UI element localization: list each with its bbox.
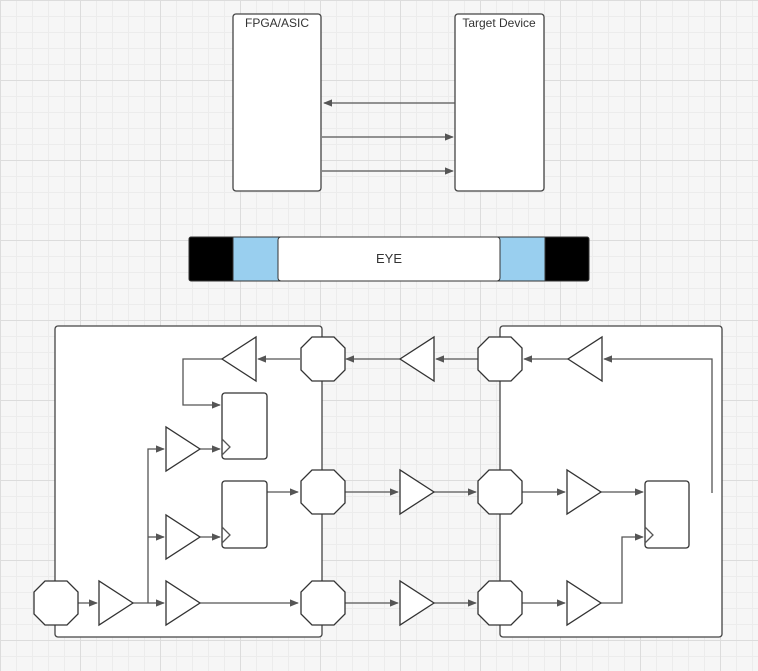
octagon-pad-icon — [33, 580, 79, 626]
octagon-pad-icon — [477, 469, 523, 515]
buffer-triangle-icon — [566, 579, 603, 627]
flip-flop-icon — [644, 480, 690, 549]
target-device-block: Target Device — [454, 13, 545, 192]
circuit-wires — [78, 355, 713, 607]
buffer-triangle-icon — [566, 468, 603, 516]
buffer-triangle-icon — [398, 335, 435, 383]
buffer-triangle-icon — [566, 335, 603, 383]
buffer-triangle-icon — [220, 335, 257, 383]
left-circuit-box — [54, 325, 323, 638]
eye-label: EYE — [376, 251, 402, 266]
buffer-triangle-icon — [165, 425, 202, 473]
octagon-pads — [33, 336, 523, 626]
target-device-label: Target Device — [462, 16, 536, 30]
fpga-asic-label: FPGA/ASIC — [245, 16, 309, 30]
octagon-pad-icon — [477, 336, 523, 382]
fpga-asic-block: FPGA/ASIC — [232, 13, 322, 192]
octagon-pad-icon — [300, 580, 346, 626]
buffer-triangle-icon — [98, 579, 135, 627]
flip-flops — [221, 392, 690, 549]
buffer-triangle-icon — [165, 579, 202, 627]
buffer-triangle-icon — [399, 579, 436, 627]
flip-flop-icon — [221, 480, 268, 549]
buffers — [98, 335, 603, 627]
octagon-pad-icon — [300, 469, 346, 515]
octagon-pad-icon — [477, 580, 523, 626]
eye-bar: EYE — [188, 236, 590, 282]
flip-flop-icon — [221, 392, 268, 460]
buffer-triangle-icon — [165, 513, 202, 561]
octagon-pad-icon — [300, 336, 346, 382]
buffer-triangle-icon — [399, 468, 436, 516]
